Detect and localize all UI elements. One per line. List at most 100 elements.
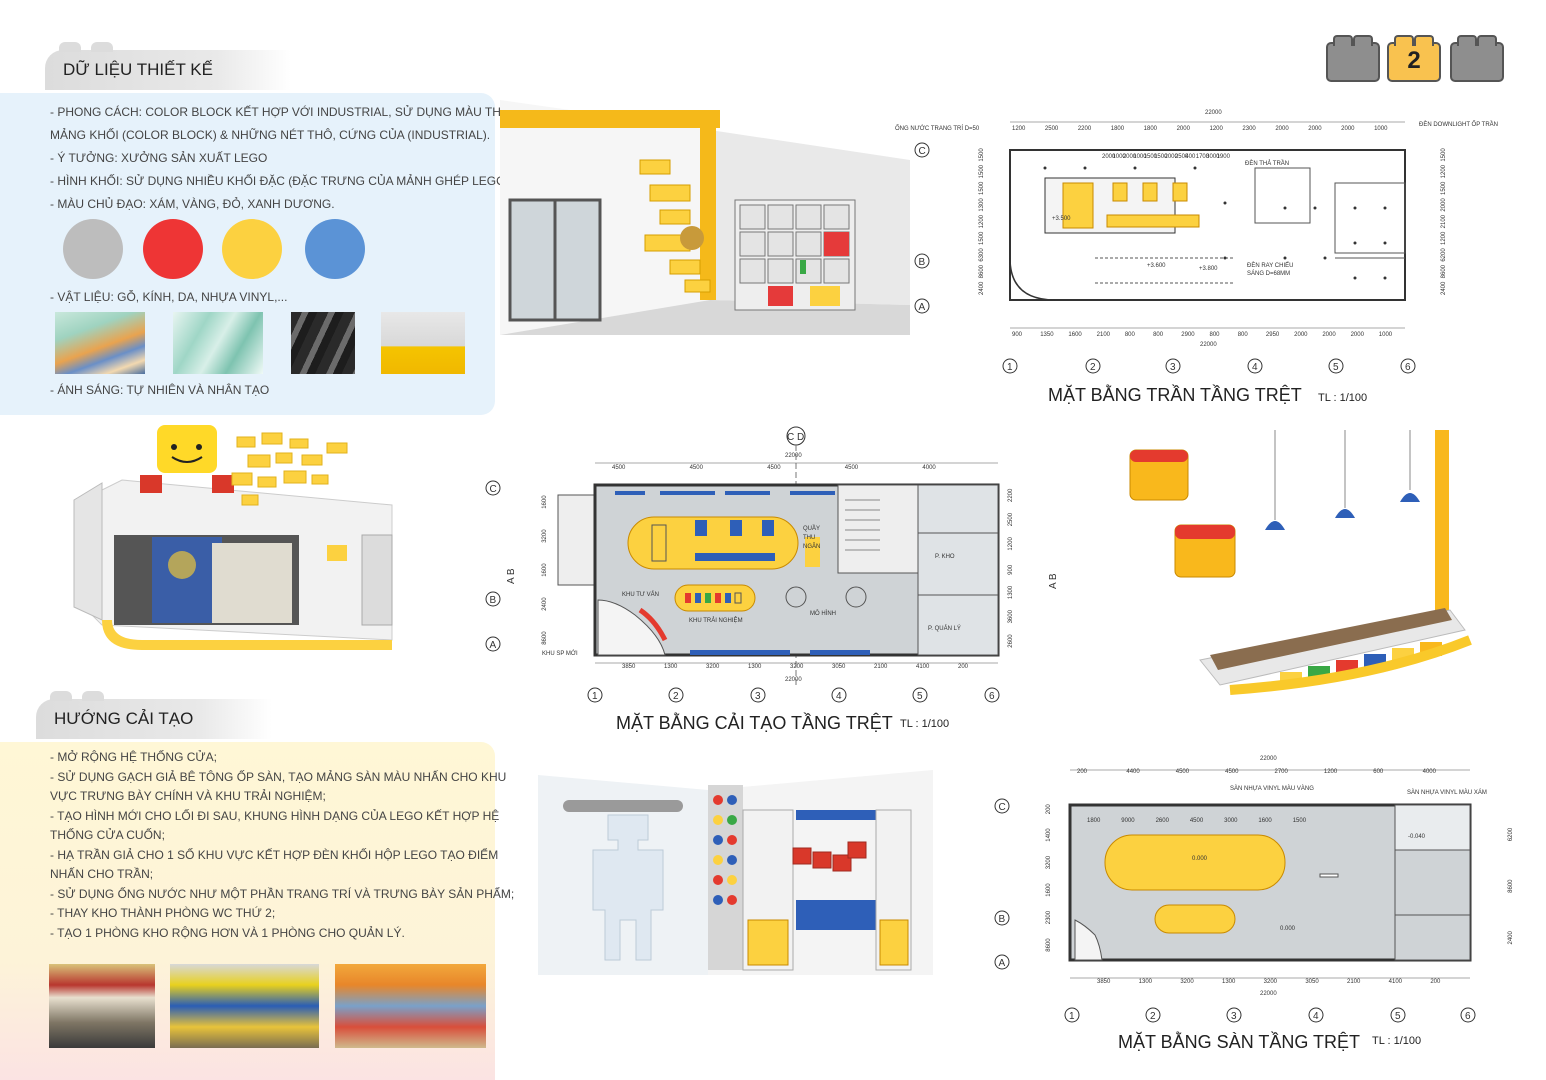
grid-axis-col-label: 1 xyxy=(1069,1011,1075,1022)
grid-axis-col-label: 3 xyxy=(755,691,761,702)
reno-bottom-dim: 3850 xyxy=(622,664,636,670)
grid-axis-col: 4 xyxy=(1308,1007,1324,1023)
reno-left-dim: 3200 xyxy=(542,529,548,543)
design-line: - HÌNH KHỐI: SỬ DỤNG NHIỀU KHỐI ĐẶC (ĐẶC… xyxy=(50,174,513,188)
grid-axis-col-label: 5 xyxy=(1395,1011,1401,1022)
floor-inner-dim: 1800 xyxy=(1087,818,1101,824)
reno-top-dim: 4500 xyxy=(767,465,781,471)
ceiling-inner-dim: 1500 xyxy=(1144,154,1158,160)
renovation-line: - THAY KHO THÀNH PHÒNG WC THỨ 2; xyxy=(50,906,276,920)
reno-right-dim: 1200 xyxy=(1008,537,1014,551)
grid-axis-row-label: A xyxy=(490,640,497,651)
ceiling-light-boxes xyxy=(1062,182,1200,229)
renovation-line: NHẤN CHO TRẦN; xyxy=(50,867,154,881)
ceiling-plan-title: MẶT BẰNG TRẦN TẦNG TRỆT xyxy=(1048,385,1302,405)
grid-axis-row: B xyxy=(485,591,501,607)
ceiling-left-dim: 1500 xyxy=(979,148,985,162)
ceiling-inner-dim: 1000 xyxy=(1133,154,1147,160)
ceiling-right-dim: 1500 xyxy=(1441,148,1447,162)
ceiling-inner-dim: 1700 xyxy=(1196,154,1210,160)
grid-axis-row-label: B xyxy=(999,914,1006,925)
color-swatch-gray xyxy=(63,219,123,279)
grid-axis-col-label: 3 xyxy=(1170,362,1176,373)
ceiling-top-dim: 2200 xyxy=(1078,126,1092,132)
floor-top-dim: 4500 xyxy=(1176,769,1190,775)
ceiling-top-dim: 2000 xyxy=(1177,126,1191,132)
reno-bottom-dim: 200 xyxy=(958,664,969,670)
floor-left-dim: 1400 xyxy=(1046,828,1052,842)
ceiling-inner-dim: 400 xyxy=(1185,154,1196,160)
grid-axis-row-label: C xyxy=(490,484,497,495)
figure-heads xyxy=(713,795,737,905)
ceiling-level: +3.500 xyxy=(1052,216,1071,222)
reno-bottom-dim: 3200 xyxy=(706,664,720,670)
stair xyxy=(837,484,919,574)
floor-total-dim-top: 22000 xyxy=(1260,756,1277,762)
floor-left-dim: 2300 xyxy=(1046,910,1052,924)
ceiling-bottom-dim: 900 xyxy=(1012,332,1023,338)
material-wood-image xyxy=(55,312,145,374)
reno-left-dim: 2400 xyxy=(542,597,548,611)
ceiling-inner-dim: 1000 xyxy=(1112,154,1126,160)
ceiling-inner-dim: 1500 xyxy=(1154,154,1168,160)
reno-bottom-dim: 1300 xyxy=(748,664,762,670)
grid-axis-col: 3 xyxy=(750,687,766,703)
design-data-lines: - PHONG CÁCH: COLOR BLOCK KẾT HỢP VỚI IN… xyxy=(50,101,518,216)
grid-axis-row: A xyxy=(914,298,930,314)
room-label: P. QUẢN LÝ xyxy=(928,625,961,632)
reno-right-dim: 2600 xyxy=(1008,634,1014,648)
reno-left-dim: 1600 xyxy=(542,563,548,577)
grid-axis-col: 2 xyxy=(668,687,684,703)
reno-right-dim: 3600 xyxy=(1008,609,1014,623)
reno-bottom-dim: 3050 xyxy=(832,664,846,670)
floor-inner-dim: 9000 xyxy=(1121,818,1135,824)
ceiling-left-dim: 2400 xyxy=(979,281,985,295)
grid-axis-col: 5 xyxy=(912,687,928,703)
ceiling-top-dim: 1800 xyxy=(1144,126,1158,132)
grid-axis-col: 1 xyxy=(1002,358,1018,374)
grid-axis-col-label: 6 xyxy=(1465,1011,1471,1022)
pendant-ledge-render xyxy=(1129,430,1472,695)
floor-top-dim: 1200 xyxy=(1324,769,1338,775)
ceiling-inner-dim: 2000 xyxy=(1123,154,1137,160)
design-line: - Ý TƯỞNG: XƯỞNG SẢN XUẤT LEGO xyxy=(50,151,268,165)
material-vinyl-image xyxy=(381,312,465,374)
vinyl-yellow-area xyxy=(1104,834,1286,891)
reference-photo-interior xyxy=(170,964,319,1048)
ceiling-total-dim-bottom: 22000 xyxy=(1200,342,1217,348)
floor-bottom-dim: 3200 xyxy=(1264,979,1278,985)
ceiling-top-dim: 2500 xyxy=(1045,126,1059,132)
reno-bottom-dim: 3200 xyxy=(790,664,804,670)
reno-top-dim: 4500 xyxy=(612,465,626,471)
room-label: KHU TƯ VẤN xyxy=(622,591,659,598)
ceiling-left-dim: 1500 xyxy=(979,231,985,245)
design-line: - PHONG CÁCH: COLOR BLOCK KẾT HỢP VỚI IN… xyxy=(50,105,519,119)
ceiling-plan-scale: TL : 1/100 xyxy=(1318,392,1368,404)
grid-axis-col-label: 2 xyxy=(1150,1011,1156,1022)
lego-brick-icon xyxy=(1450,35,1504,82)
ceiling-right-dim: 6200 xyxy=(1441,248,1447,262)
lego-brick-icon: 2 xyxy=(1387,35,1441,82)
materials-label: - VẬT LIỆU: GỖ, KÍNH, DA, NHỰA VINYL,... xyxy=(50,290,288,304)
design-data-tab: DỮ LIỆU THIẾT KẾ xyxy=(45,42,291,90)
reno-plan-title: MẶT BẰNG CẢI TẠO TẦNG TRỆT xyxy=(616,713,893,733)
floor-left-dim: 200 xyxy=(1046,804,1052,815)
floor-level: 0.000 xyxy=(1280,926,1296,932)
ceiling-bottom-dim: 2950 xyxy=(1266,332,1280,338)
floor-left-dim: 1600 xyxy=(1046,883,1052,897)
floor-top-dim: 4000 xyxy=(1423,769,1437,775)
ceiling-level: +3.800 xyxy=(1199,266,1218,272)
grid-axis-col-label: 1 xyxy=(1007,362,1013,373)
grid-axis-col: 6 xyxy=(1400,358,1416,374)
vinyl-yellow-area-2 xyxy=(1154,904,1236,934)
grid-axis-col-label: 4 xyxy=(1313,1011,1319,1022)
page-number: 2 xyxy=(1407,47,1421,74)
floor-inner-dim: 1500 xyxy=(1293,818,1307,824)
reference-photo-shelves xyxy=(335,964,486,1048)
floor-bottom-dim: 1300 xyxy=(1222,979,1236,985)
floor-plan-title: MẶT BẰNG SÀN TẦNG TRỆT xyxy=(1118,1032,1361,1052)
ceiling-inner-dim: 1900 xyxy=(1217,154,1231,160)
ceiling-inner-dim: 2000 xyxy=(1165,154,1179,160)
reno-bottom-dim: 4100 xyxy=(916,664,930,670)
